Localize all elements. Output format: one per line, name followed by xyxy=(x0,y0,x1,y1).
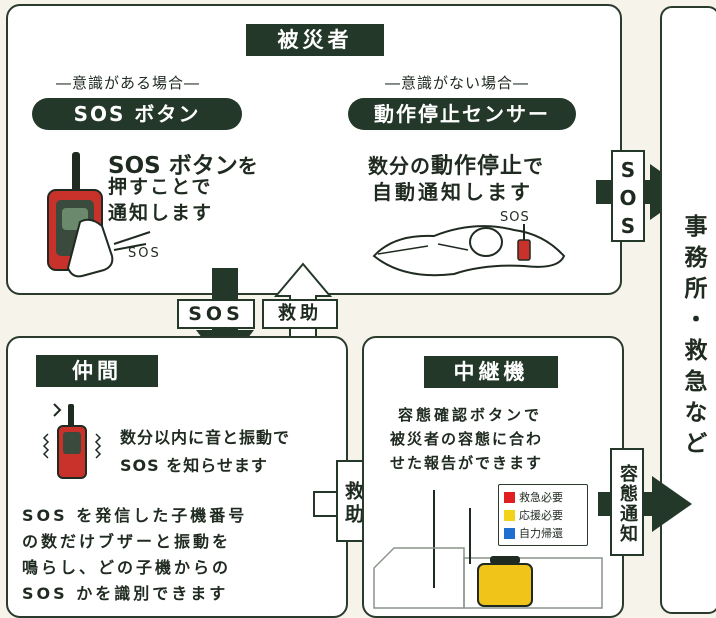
relay-title: 中継機 xyxy=(424,356,558,388)
conscious-caption: ―意識がある場合― xyxy=(56,74,201,92)
companion-para-3: 鳴らし、どの子機からの xyxy=(22,558,232,577)
sos-down-label: SOS xyxy=(177,299,255,329)
motion-sensor-label: 動作停止センサー xyxy=(348,98,576,130)
relay-line3: せた報告ができます xyxy=(390,454,544,472)
relay-truck-icon xyxy=(373,490,603,609)
handheld-device-icon xyxy=(47,152,114,278)
companion-title: 仲間 xyxy=(36,355,158,387)
legend-label-emergency: 救急必要 xyxy=(519,491,563,504)
unconscious-line1-bold: 動作停止 xyxy=(431,154,524,179)
conscious-line2: 押すことで xyxy=(108,176,213,198)
legend-swatch-red xyxy=(504,491,515,503)
legend-row-support: 応援必要 xyxy=(504,507,563,523)
relay-line2: 被災者の容態に合わ xyxy=(390,430,544,448)
fallen-worker-icon xyxy=(372,224,566,277)
unconscious-line2: 自動通知します xyxy=(372,180,533,204)
conscious-line3: 通知します xyxy=(108,202,214,224)
sound-lines-icon xyxy=(113,231,151,251)
legend-row-emergency: 救急必要 xyxy=(504,489,563,505)
conscious-sound: SOS xyxy=(128,246,161,261)
companion-para-2: の数だけブザーと振動を xyxy=(22,532,232,551)
conscious-line1-rest: を xyxy=(237,154,258,178)
legend-row-self-return: 自力帰還 xyxy=(504,525,563,541)
companion-para-4: SOS かを識別できます xyxy=(22,584,229,603)
victim-title: 被災者 xyxy=(246,24,384,56)
unconscious-caption: ―意識がない場合― xyxy=(385,74,530,92)
rescue-up-label: 救助 xyxy=(262,299,338,329)
hq-label: 事務所・救急など xyxy=(680,214,706,462)
unconscious-line1: 数分の動作停止で xyxy=(368,148,544,180)
unconscious-line1-b: で xyxy=(523,154,545,178)
sos-right-label: SOS xyxy=(611,150,645,242)
relay-line1: 容態確認ボタンで xyxy=(398,406,543,424)
sos-button-label: SOS ボタン xyxy=(32,98,242,130)
companion-para-1: SOS を発信した子機番号 xyxy=(22,506,248,525)
legend-swatch-yellow xyxy=(504,509,515,521)
conscious-line1: SOS ボタンを xyxy=(108,146,258,180)
legend-label-support: 応援必要 xyxy=(519,509,563,522)
conscious-line1-bold: SOS ボタン xyxy=(108,153,238,179)
vibrating-device-icon xyxy=(42,403,102,479)
unconscious-sound: SOS xyxy=(500,210,530,225)
unconscious-line1-a: 数分の xyxy=(368,154,431,178)
companion-line1: 数分以内に音と振動で xyxy=(120,428,291,447)
legend-swatch-blue xyxy=(504,527,515,539)
status-notify-label: 容態通知 xyxy=(610,448,644,556)
legend-label-self-return: 自力帰還 xyxy=(519,527,563,540)
companion-line2: SOS を知らせます xyxy=(120,456,268,475)
